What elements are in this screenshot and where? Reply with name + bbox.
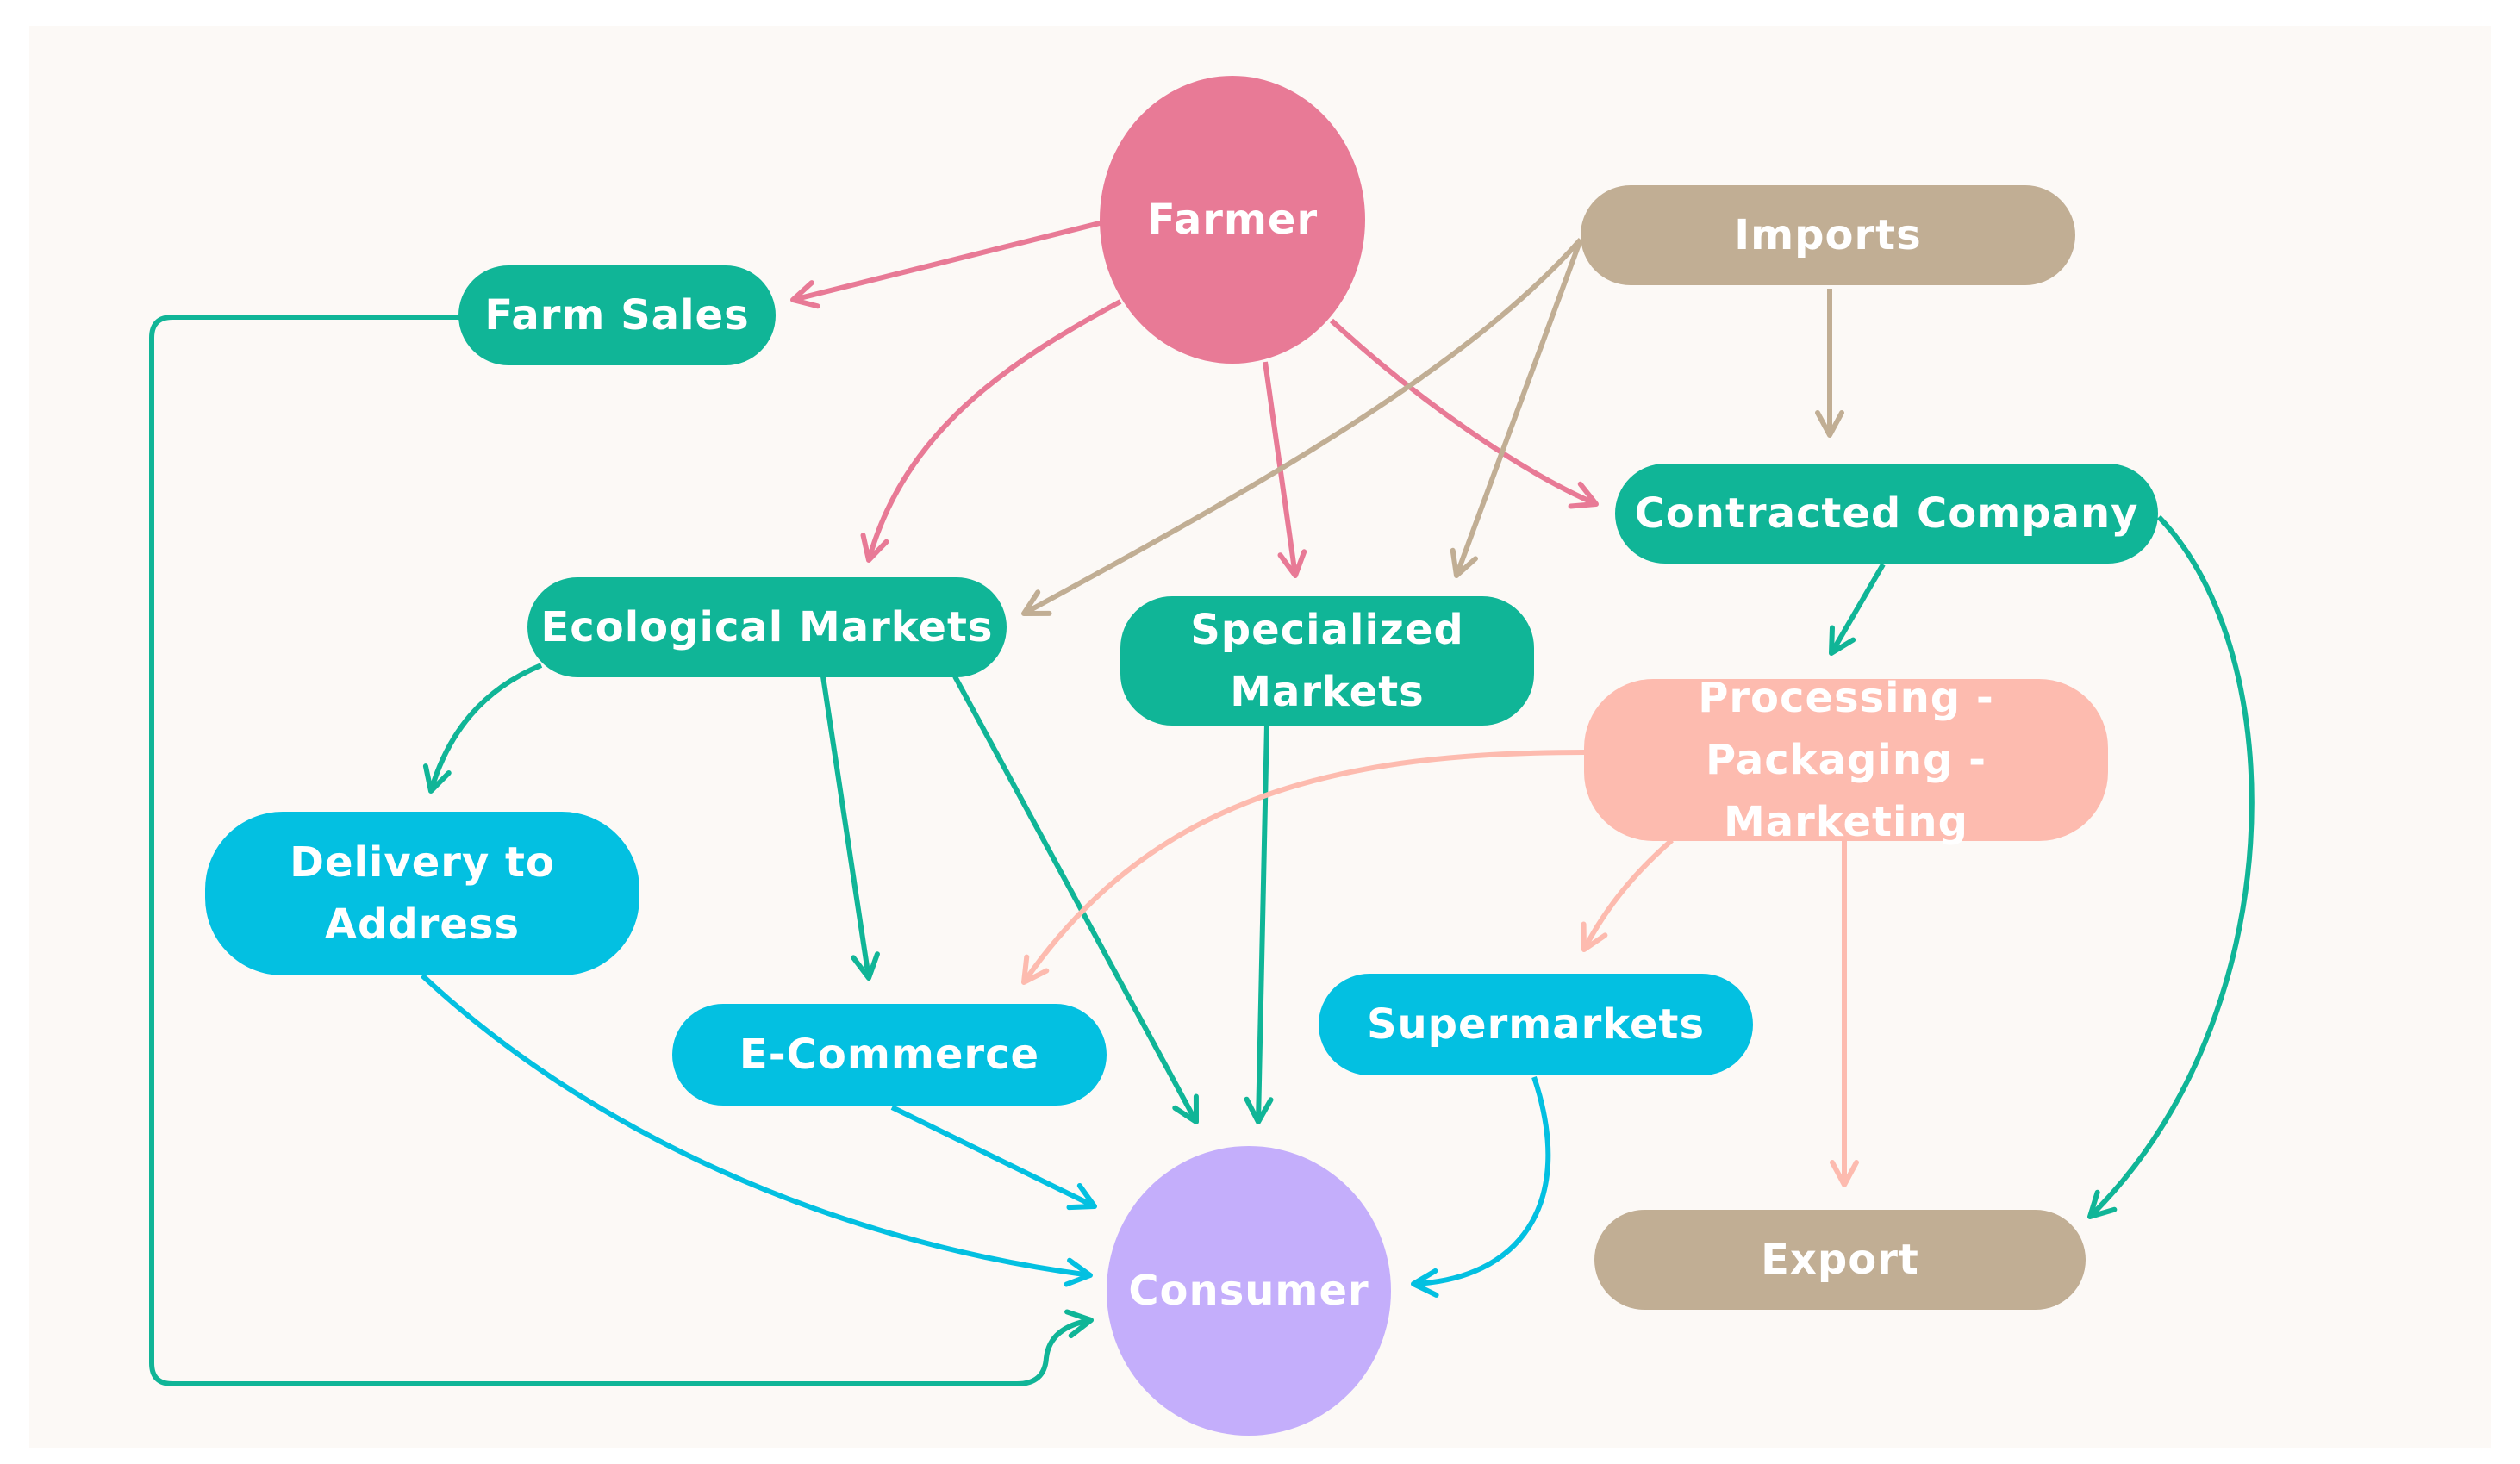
node-ecological-markets[interactable]: Ecological Markets xyxy=(527,577,1007,677)
node-consumer[interactable]: Consumer xyxy=(1107,1146,1391,1436)
node-ecological-markets-label: Ecological Markets xyxy=(540,603,994,651)
edge-farmer-to-contracted-company xyxy=(1329,318,1599,509)
edge-imports-to-ecological-markets xyxy=(1021,238,1583,616)
node-imports[interactable]: Imports xyxy=(1581,185,2075,285)
node-export[interactable]: Export xyxy=(1594,1210,2086,1310)
edge-processing-to-supermarkets xyxy=(1581,838,1674,952)
edge-farmer-to-farm-sales xyxy=(790,220,1104,309)
node-contracted-company-label: Contracted Company xyxy=(1634,489,2139,538)
node-delivery-to-address[interactable]: Delivery to Address xyxy=(205,812,639,975)
node-delivery-to-address-label: Delivery to Address xyxy=(290,838,555,949)
edge-contracted-to-processing xyxy=(1829,563,1886,656)
node-export-label: Export xyxy=(1761,1236,1919,1284)
node-imports-label: Imports xyxy=(1734,211,1922,259)
node-ecommerce[interactable]: E-Commerce xyxy=(672,1004,1107,1106)
edge-ecological-to-consumer xyxy=(952,675,1199,1124)
edge-farmer-to-ecological-markets xyxy=(860,299,1122,563)
edge-ecological-to-delivery xyxy=(422,663,543,794)
edge-specialized-to-consumer xyxy=(1244,723,1274,1124)
edge-contracted-to-export xyxy=(2087,514,2255,1219)
node-ecommerce-label: E-Commerce xyxy=(739,1031,1040,1079)
node-farm-sales-label: Farm Sales xyxy=(484,291,750,340)
node-processing[interactable]: Processing - Packaging - Marketing xyxy=(1584,674,2108,846)
node-specialized-markets[interactable]: Specialized Markets xyxy=(1120,596,1534,726)
edge-imports-to-specialized-markets xyxy=(1450,238,1583,578)
node-farmer-label: Farmer xyxy=(1146,196,1319,244)
edge-delivery-to-consumer xyxy=(420,973,1093,1287)
edge-ecological-to-ecommerce xyxy=(820,676,880,981)
node-processing-label: Processing - Packaging - Marketing xyxy=(1698,674,1994,846)
node-farm-sales[interactable]: Farm Sales xyxy=(458,265,776,365)
edge-ecommerce-to-consumer xyxy=(890,1105,1097,1211)
edge-farm-sales-to-consumer xyxy=(149,315,1094,1386)
edge-processing-to-ecommerce xyxy=(1021,750,1587,985)
node-specialized-markets-label: Specialized Markets xyxy=(1190,606,1464,716)
edge-supermarkets-to-consumer xyxy=(1411,1076,1551,1298)
node-contracted-company[interactable]: Contracted Company xyxy=(1615,464,2158,564)
node-consumer-label: Consumer xyxy=(1128,1267,1369,1315)
node-supermarkets[interactable]: Supermarkets xyxy=(1319,974,1753,1075)
node-supermarkets-label: Supermarkets xyxy=(1366,1000,1706,1049)
node-farmer[interactable]: Farmer xyxy=(1100,76,1365,364)
